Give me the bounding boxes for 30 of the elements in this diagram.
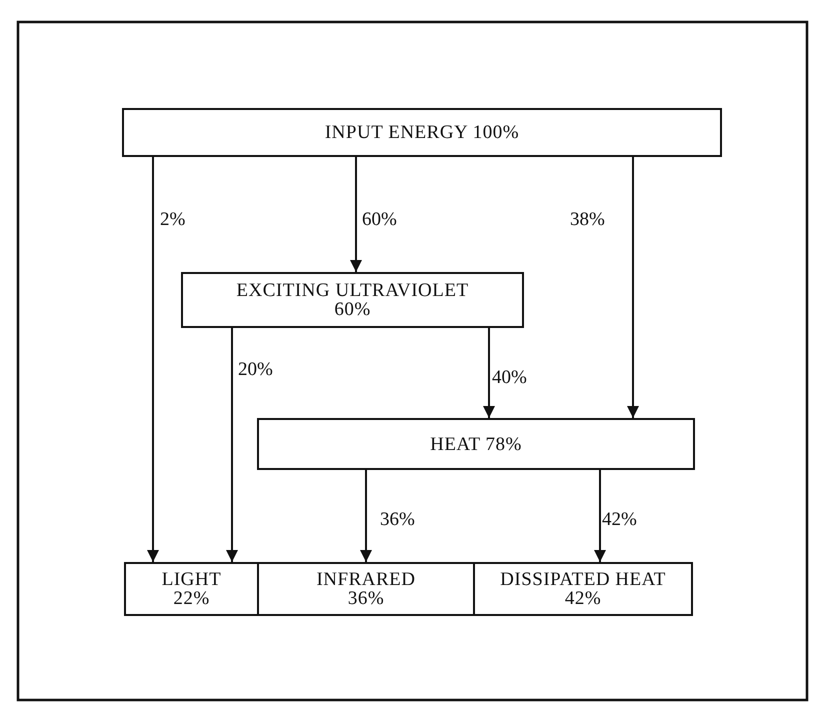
box-text: EXCITING ULTRAVIOLET	[236, 281, 469, 300]
arrow	[483, 328, 495, 418]
arrow	[360, 470, 372, 562]
box-text: 22%	[173, 589, 210, 608]
box-text: 42%	[564, 589, 602, 608]
box-text: 36%	[348, 589, 384, 608]
edge-label: 2%	[160, 210, 186, 230]
edge-label: 42%	[602, 510, 637, 530]
box-text: LIGHT	[162, 570, 222, 589]
arrow	[226, 328, 238, 562]
box-text: HEAT 78%	[430, 434, 522, 454]
arrow	[350, 157, 362, 272]
process-box	[257, 418, 695, 470]
box-text: INPUT ENERGY 100%	[324, 123, 520, 142]
process-box	[473, 562, 693, 616]
edge-label: 38%	[570, 210, 605, 230]
process-box	[124, 562, 259, 616]
box-text: DISSIPATED HEAT	[500, 570, 666, 589]
edge-label: 20%	[238, 360, 273, 380]
edge-label: 40%	[492, 368, 527, 388]
arrow	[627, 157, 639, 418]
process-box	[122, 108, 722, 157]
arrow	[147, 157, 159, 562]
edge-label: 60%	[362, 210, 397, 230]
arrow	[594, 470, 606, 562]
edge-label: 36%	[380, 510, 415, 530]
box-text: INFRARED	[316, 570, 416, 589]
process-box	[257, 562, 475, 616]
box-text: 60%	[334, 300, 371, 319]
process-box	[181, 272, 524, 328]
